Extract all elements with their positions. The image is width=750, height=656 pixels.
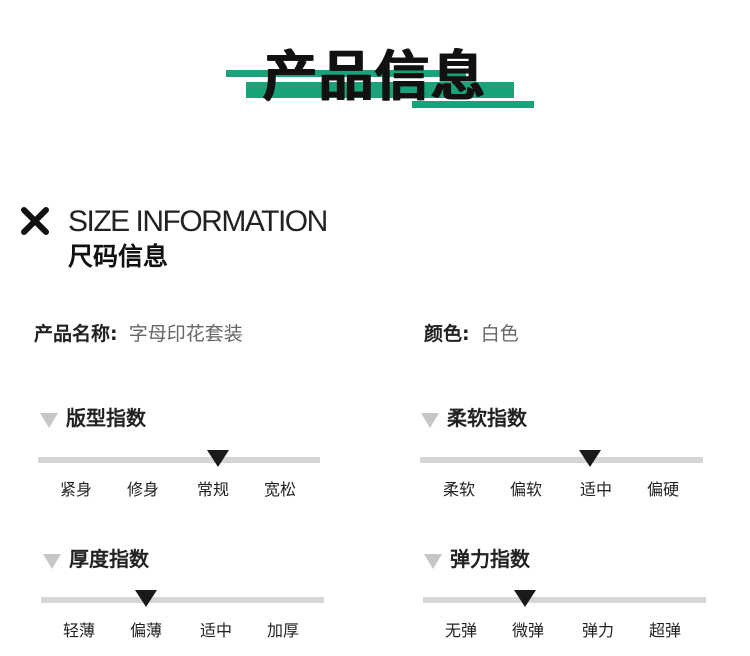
size-information-title: SIZE INFORMATION [68, 205, 328, 238]
thickness-index-track [41, 597, 324, 603]
fit-index-marker [207, 450, 230, 467]
thickness-index-marker [134, 590, 157, 607]
elasticity-option-2: 微弹 [511, 621, 544, 640]
fit-option-4: 宽松 [263, 480, 296, 499]
softness-index-track [420, 457, 703, 463]
fit-option-2: 修身 [126, 480, 159, 499]
elasticity-option-4: 超弹 [648, 621, 681, 640]
banner-accent-bar-middle [246, 82, 514, 98]
triangle-down-icon [43, 554, 61, 569]
banner-title: 产品信息 [263, 45, 487, 108]
triangle-down-icon [40, 413, 58, 428]
elasticity-index-title: 弹力指数 [450, 547, 530, 571]
close-x-icon [21, 207, 49, 235]
product-color-label: 颜色: [424, 323, 470, 345]
softness-option-2: 偏软 [509, 480, 542, 499]
banner-accent-bar-top [226, 70, 466, 77]
thickness-option-1: 轻薄 [62, 621, 95, 640]
fit-index-title: 版型指数 [66, 406, 146, 430]
softness-option-4: 偏硬 [646, 480, 679, 499]
softness-option-1: 柔软 [442, 480, 475, 499]
thickness-option-4: 加厚 [266, 621, 299, 640]
product-name-value: 字母印花套装 [128, 323, 243, 345]
product-name-row: 产品名称: 字母印花套装 [34, 321, 243, 347]
thickness-option-3: 适中 [199, 621, 232, 640]
thickness-index-title: 厚度指数 [69, 547, 149, 571]
elasticity-option-1: 无弹 [444, 621, 477, 640]
softness-index-marker [578, 450, 601, 467]
elasticity-index-track [423, 597, 706, 603]
fit-option-1: 紧身 [59, 480, 92, 499]
product-color-value: 白色 [480, 323, 519, 345]
product-name-label: 产品名称: [34, 323, 118, 345]
thickness-option-2: 偏薄 [129, 621, 162, 640]
banner-accent-bar-bottom [412, 101, 534, 108]
elasticity-index-marker [513, 590, 536, 607]
size-information-subtitle: 尺码信息 [68, 242, 169, 271]
fit-option-3: 常规 [196, 480, 229, 499]
triangle-down-icon [421, 413, 439, 428]
triangle-down-icon [424, 554, 442, 569]
product-color-row: 颜色: 白色 [424, 321, 519, 347]
elasticity-option-3: 弹力 [581, 621, 614, 640]
softness-index-title: 柔软指数 [447, 406, 527, 430]
fit-index-track [38, 457, 320, 463]
softness-option-3: 适中 [579, 480, 612, 499]
